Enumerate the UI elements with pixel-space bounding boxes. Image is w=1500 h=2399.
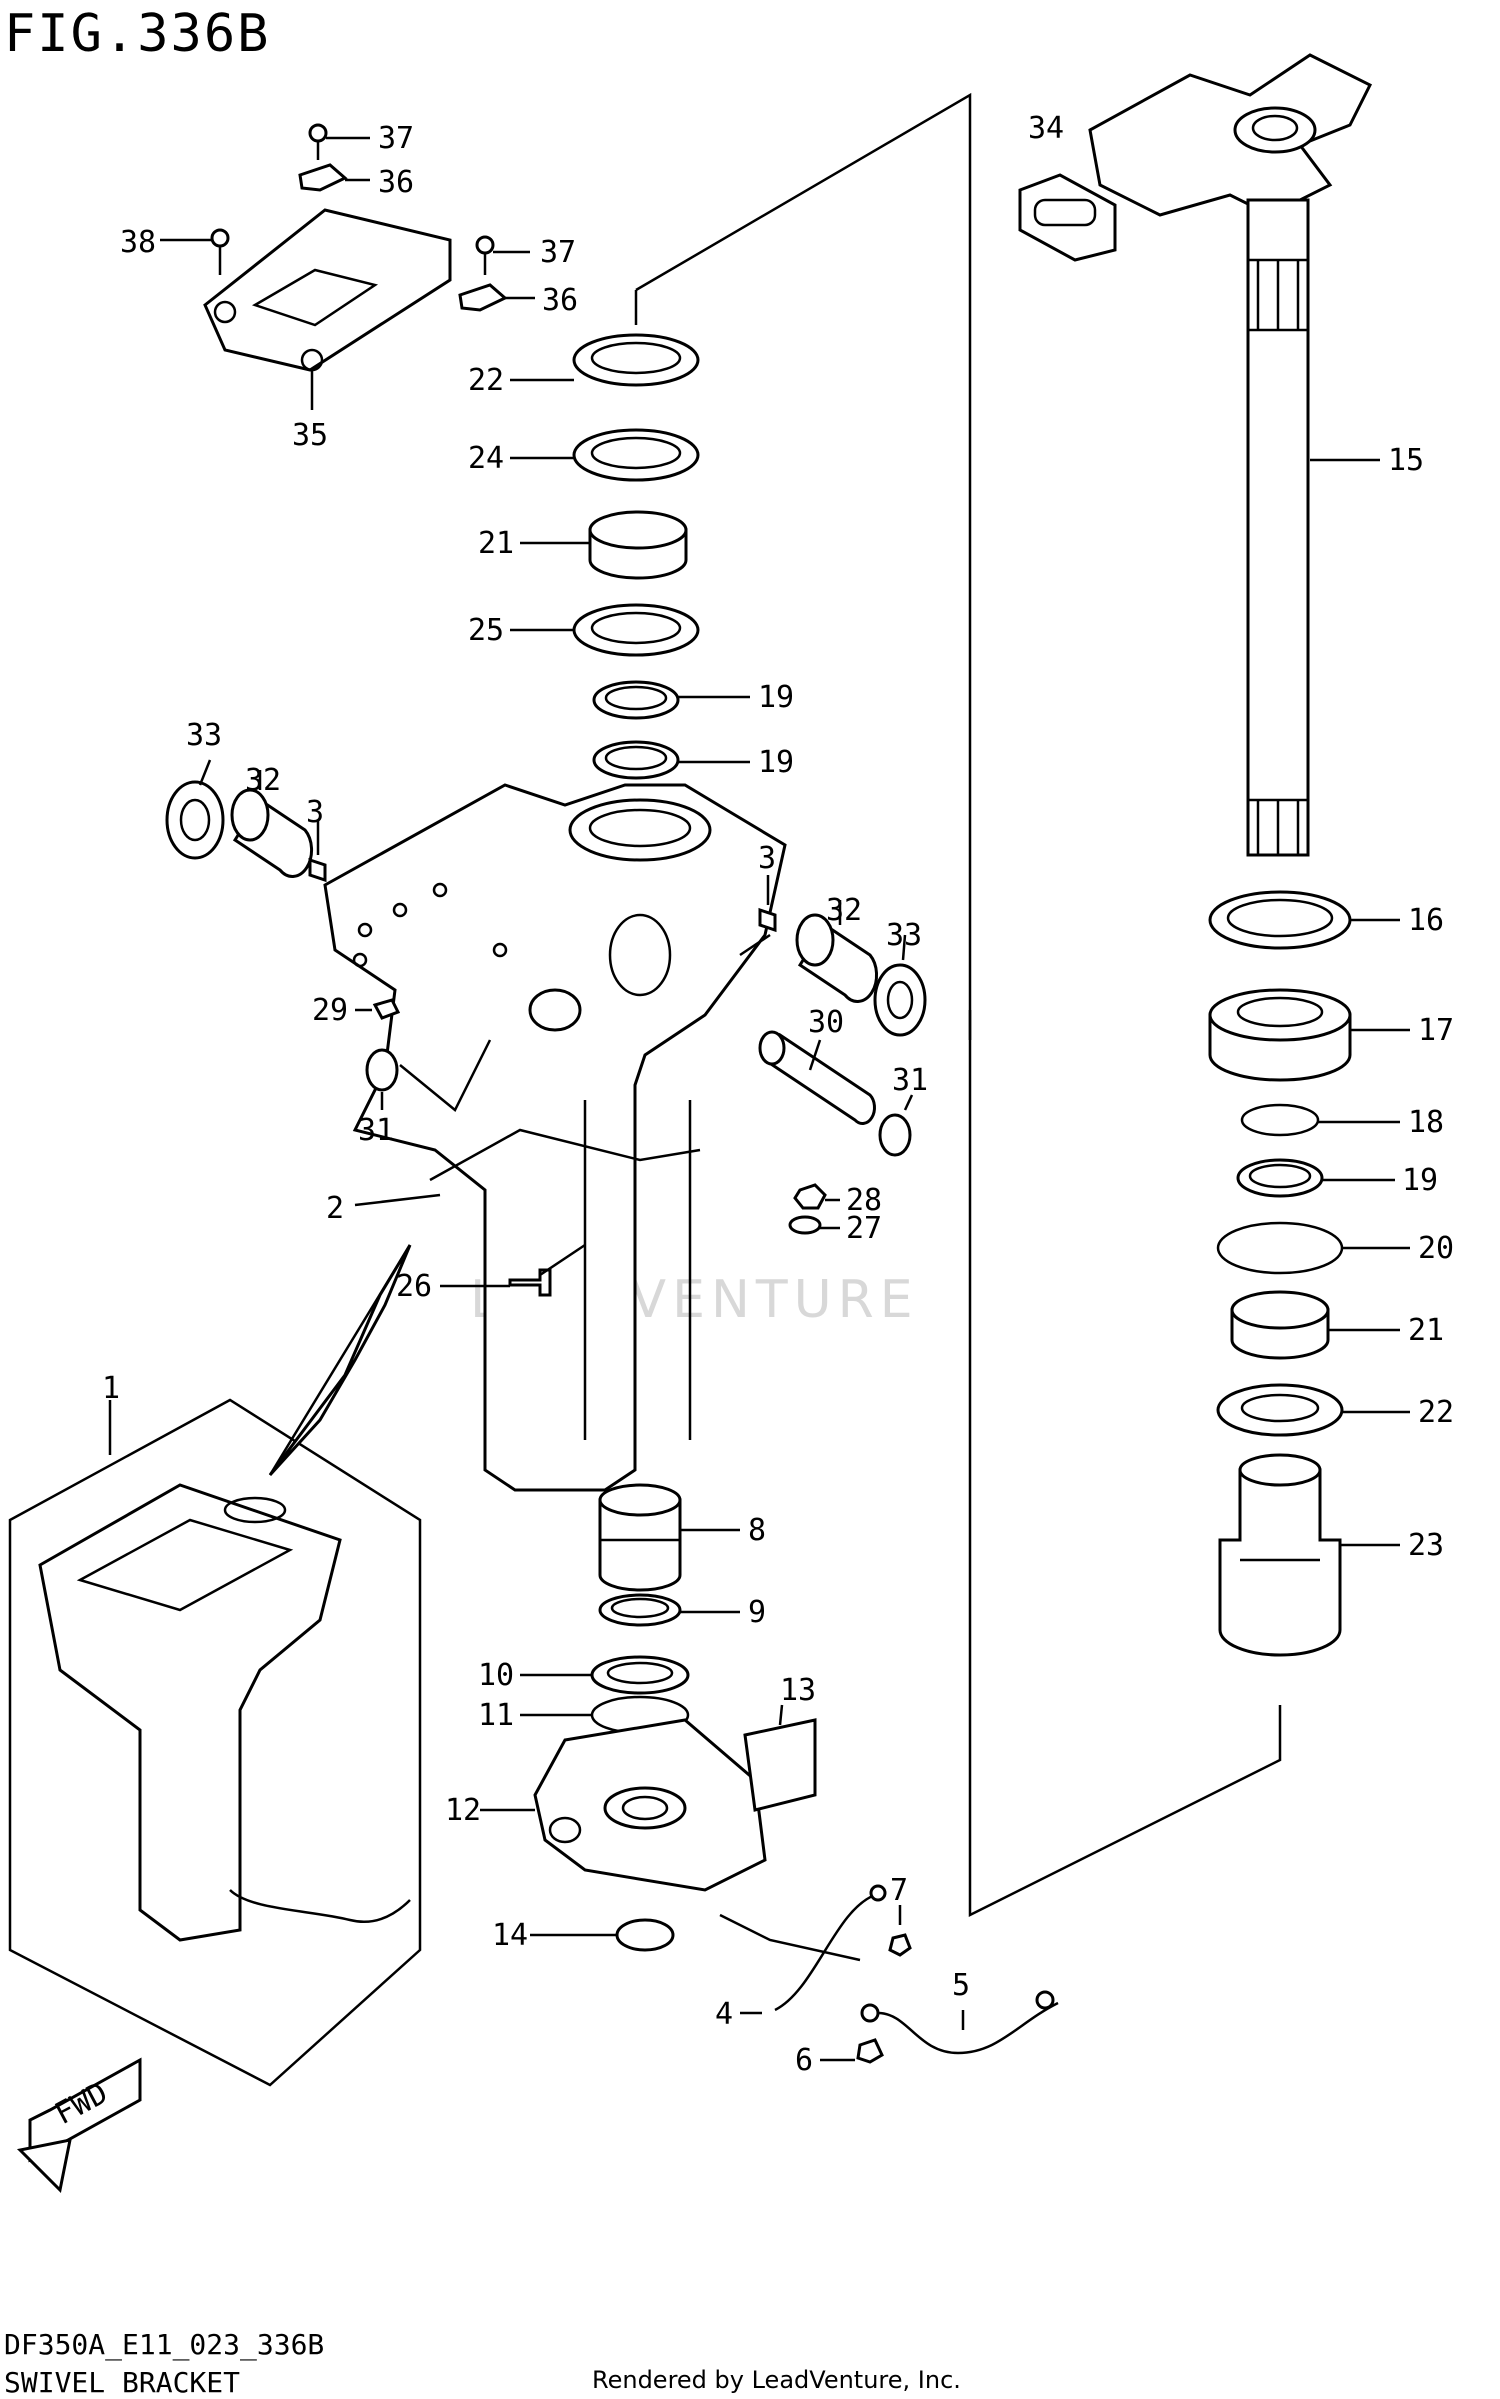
right-side-bushings — [739, 875, 927, 1157]
top-cover-parts — [160, 123, 535, 410]
callout-3a: 3 — [306, 795, 324, 830]
part-34-seal-pad — [1018, 173, 1117, 262]
callout-20: 20 — [1418, 1231, 1454, 1266]
callout-29: 29 — [312, 993, 348, 1028]
callout-34: 34 — [1028, 111, 1064, 146]
callout-7: 7 — [890, 1873, 908, 1908]
callout-23: 23 — [1408, 1528, 1444, 1563]
part-15-steering-shaft — [1088, 53, 1380, 857]
callout-2: 2 — [326, 1191, 344, 1226]
callout-9: 9 — [748, 1595, 766, 1630]
render-credit: Rendered by LeadVenture, Inc. — [592, 2366, 961, 2394]
callout-36a: 36 — [378, 165, 414, 200]
left-lower-small-parts — [355, 998, 492, 1112]
section-title: SWIVEL BRACKET — [4, 2366, 241, 2399]
ground-cables — [719, 1884, 1059, 2064]
assembly-reference-lines — [635, 92, 1282, 1918]
callout-32b: 32 — [826, 893, 862, 928]
callout-36b: 36 — [542, 283, 578, 318]
callout-37b: 37 — [540, 235, 576, 270]
callout-19c: 19 — [1402, 1163, 1438, 1198]
callout-37a: 37 — [378, 121, 414, 156]
callout-16: 16 — [1408, 903, 1444, 938]
callout-33b: 33 — [886, 918, 922, 953]
center-lower-stack — [480, 1483, 817, 1952]
callout-38: 38 — [120, 225, 156, 260]
callout-26: 26 — [396, 1269, 432, 1304]
callout-15: 15 — [1388, 443, 1424, 478]
right-column-parts — [1208, 890, 1410, 1657]
callout-27: 27 — [846, 1211, 882, 1246]
callout-8: 8 — [748, 1513, 766, 1548]
callout-30: 30 — [808, 1005, 844, 1040]
callout-5: 5 — [952, 1968, 970, 2003]
fwd-arrow: FWD — [16, 2057, 142, 2194]
callout-3b: 3 — [758, 841, 776, 876]
callout-31a: 31 — [358, 1113, 394, 1148]
callout-19a: 19 — [758, 680, 794, 715]
callout-11: 11 — [478, 1698, 514, 1733]
callout-35: 35 — [292, 418, 328, 453]
callout-25: 25 — [468, 613, 504, 648]
callout-18: 18 — [1408, 1105, 1444, 1140]
callout-24: 24 — [468, 441, 504, 476]
fasteners-26-27-28 — [440, 1183, 840, 1297]
part-2-swivel-bracket — [323, 783, 787, 1492]
callout-4: 4 — [715, 1997, 733, 2032]
part-1-assembly-box — [8, 1244, 422, 2087]
diagram-code: DF350A_E11_023_336B — [4, 2328, 325, 2361]
callout-32a: 32 — [245, 763, 281, 798]
callout-6: 6 — [795, 2043, 813, 2078]
callout-21a: 21 — [478, 526, 514, 561]
callout-21b: 21 — [1408, 1313, 1444, 1348]
left-side-bushings — [165, 759, 327, 883]
callout-1: 1 — [102, 1371, 120, 1406]
callout-13: 13 — [780, 1673, 816, 1708]
callout-31b: 31 — [892, 1063, 928, 1098]
callout-17: 17 — [1418, 1013, 1454, 1048]
callout-10: 10 — [478, 1658, 514, 1693]
callout-labels: 1 2 3 3 4 5 6 7 8 9 10 11 12 13 14 15 16… — [102, 111, 1454, 2078]
center-upper-stack — [510, 290, 750, 780]
callout-22a: 22 — [468, 363, 504, 398]
figure-title: FIG.336B — [4, 4, 271, 64]
callout-14: 14 — [492, 1918, 528, 1953]
callout-22b: 22 — [1418, 1395, 1454, 1430]
callout-12: 12 — [445, 1793, 481, 1828]
callout-19b: 19 — [758, 745, 794, 780]
callout-33a: 33 — [186, 718, 222, 753]
callout-28: 28 — [846, 1183, 882, 1218]
